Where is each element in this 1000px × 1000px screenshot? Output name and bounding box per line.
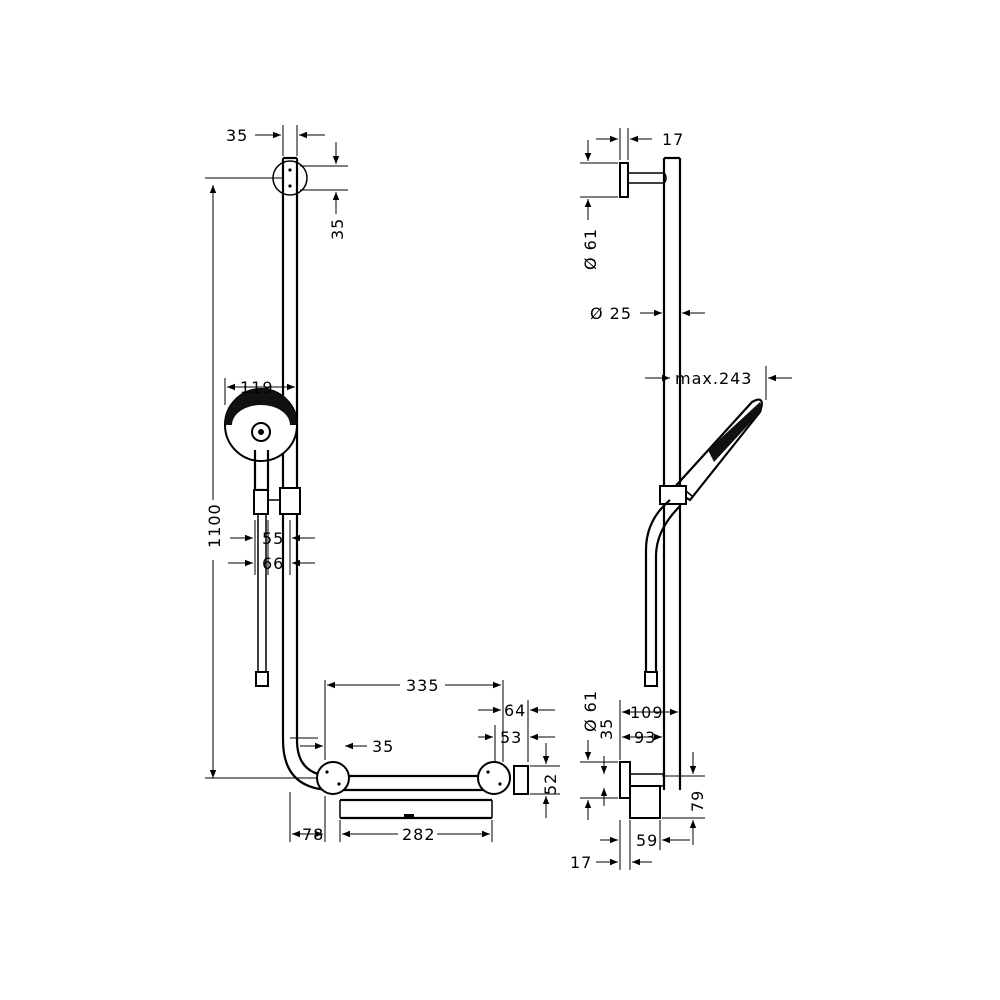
dim-shelf-length: 335 xyxy=(406,676,440,695)
dim-rosette-bottom: Ø 61 xyxy=(581,690,600,732)
side-dimension-texts: 17 Ø 61 Ø 25 max.243 Ø 61 35 109 93 79 5… xyxy=(570,130,752,872)
dim-holder-64: 64 xyxy=(504,701,526,720)
dim-depth-59: 59 xyxy=(636,831,658,850)
dim-top-17: 17 xyxy=(662,130,684,149)
slider xyxy=(268,487,301,515)
dim-corner-78: 78 xyxy=(302,825,324,844)
dim-top-offset: 35 xyxy=(328,218,347,240)
front-view: 35 35 119 1100 55 66 335 64 53 52 35 78 … xyxy=(205,125,560,844)
dim-bottom-35: 35 xyxy=(597,718,616,740)
dimension-texts: 35 35 119 1100 55 66 335 64 53 52 35 78 … xyxy=(205,126,560,844)
dim-holder-52: 52 xyxy=(541,773,560,795)
dim-head-diameter: 119 xyxy=(240,378,274,397)
dim-rail-diameter: Ø 25 xyxy=(590,304,632,323)
side-dimension-lines xyxy=(584,135,792,866)
dim-holder-53: 53 xyxy=(500,728,522,747)
horizontal-bar xyxy=(316,761,511,795)
hand-shower xyxy=(224,388,298,687)
hand-shower-side xyxy=(644,398,763,687)
extension-lines xyxy=(205,125,560,842)
top-wall-bracket xyxy=(619,162,667,198)
dim-rosette-top: Ø 61 xyxy=(581,228,600,270)
dim-slider-66: 66 xyxy=(262,554,284,573)
bottom-wall-bracket xyxy=(619,761,665,819)
hose-holder xyxy=(513,765,529,795)
dim-corner-35: 35 xyxy=(372,737,394,756)
dim-max-reach: max.243 xyxy=(675,369,752,388)
dim-depth-93: 93 xyxy=(634,728,656,747)
dim-shelf-282: 282 xyxy=(402,825,436,844)
dim-height: 1100 xyxy=(205,503,224,548)
side-extension-lines xyxy=(580,128,767,870)
side-rail xyxy=(662,156,682,790)
dim-slider-55: 55 xyxy=(262,529,284,548)
dimension-lines xyxy=(209,131,555,838)
dim-depth-109: 109 xyxy=(630,703,664,722)
side-view: 17 Ø 61 Ø 25 max.243 Ø 61 35 109 93 79 5… xyxy=(570,128,792,872)
shelf-tray xyxy=(339,798,493,820)
dim-bottom-17: 17 xyxy=(570,853,592,872)
dim-height-79: 79 xyxy=(688,790,707,812)
dim-rail-width: 35 xyxy=(226,126,248,145)
